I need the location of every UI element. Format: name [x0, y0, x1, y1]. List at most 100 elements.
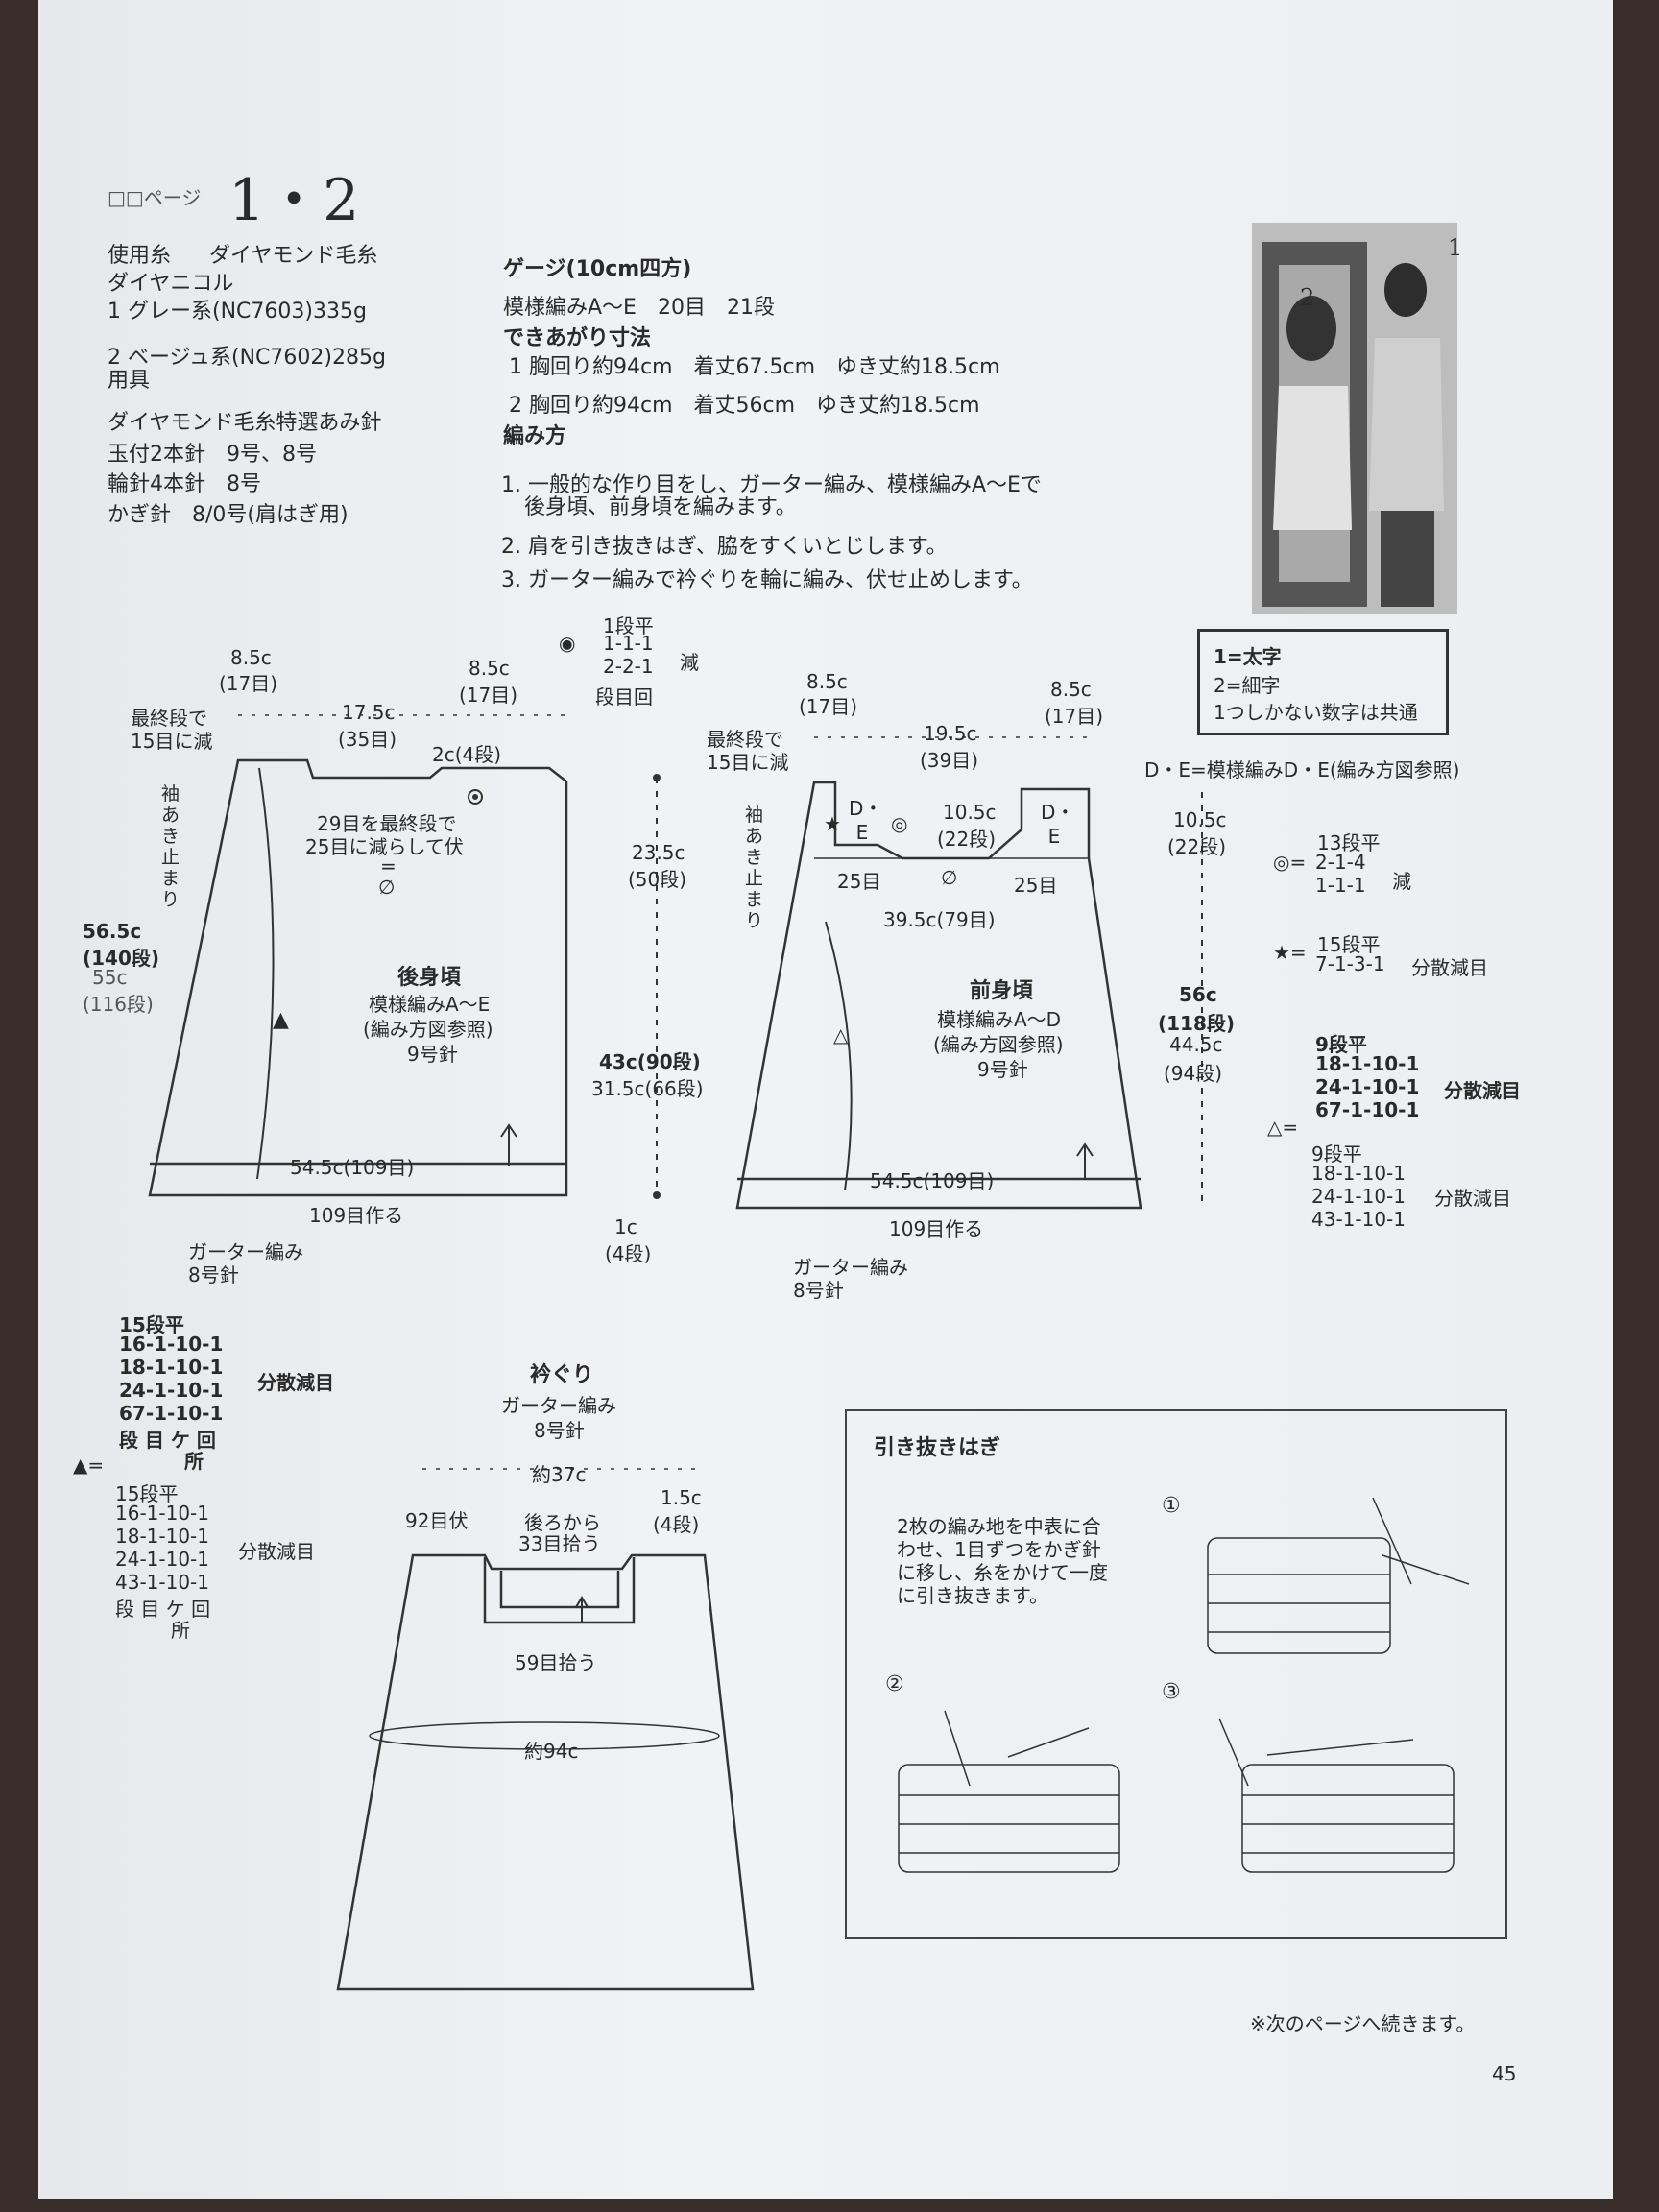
back-shoulder-left-st: (17目) [219, 672, 278, 695]
front-pattern: 模様編みA〜D [937, 1008, 1062, 1031]
tools-brand: ダイヤモンド毛糸特選あみ針 [108, 411, 382, 435]
front-armhole-note: 袖あき止まり [745, 805, 764, 931]
legend-line-3: 1つしかない数字は共通 [1214, 701, 1418, 724]
front-armhole-line [825, 921, 853, 1191]
star-note-2: 7-1-3-1 [1315, 952, 1385, 975]
method-heading: 編み方 [503, 424, 567, 448]
left-bold-3: 18-1-10-1 [119, 1356, 224, 1379]
back-shoulder-right-st: (17目) [459, 684, 518, 707]
circ-note-3: 1-1-1 [1315, 874, 1366, 897]
collar-depth-st: (4段) [653, 1513, 700, 1536]
left-bold-6: 段 目 ケ 回 [119, 1429, 216, 1452]
left-bold-5: 67-1-10-1 [119, 1402, 224, 1425]
back-neck-dec-1: 29目を最終段で [317, 812, 457, 835]
collar-body-outline [336, 1553, 755, 1991]
left-tri-5: 43-1-10-1 [115, 1571, 209, 1594]
right-dim-3-st: (94段) [1164, 1062, 1223, 1085]
back-length-2-st: (116段) [83, 993, 154, 1016]
shoulder-dec-2: 1-1-1 [603, 632, 654, 655]
de-note: D・E=模様編みD・E(編み方図参照) [1144, 758, 1460, 781]
back-armhole-line [256, 767, 275, 1180]
collar-width-94: 約94c [524, 1740, 579, 1763]
collar-garter: ガーター編み [501, 1394, 616, 1417]
left-bold-dec: 分散減目 [257, 1371, 334, 1394]
back-empty: ∅ [378, 876, 396, 899]
finished-size-1: 1 胸回り約94cm 着丈67.5cm ゆき丈約18.5cm [509, 355, 1000, 379]
back-body-outline [148, 758, 568, 1197]
hikinuki-step-3: ③ [1162, 1680, 1181, 1704]
back-neck-depth: 2c(4段) [432, 743, 502, 766]
right-dim-3: 44.5c [1169, 1033, 1223, 1056]
front-dec15: 15目に減 [707, 751, 789, 774]
center-dim-2: 43c(90段) [599, 1050, 701, 1073]
yarn-name: ダイヤニコル [108, 272, 234, 296]
stitch-illustration-1 [1207, 1497, 1470, 1654]
model-photo-figures [1252, 223, 1457, 614]
front-garter-needle: 8号針 [793, 1279, 844, 1302]
star-note-mark: ★= [1273, 941, 1307, 964]
front-title: 前身頃 [970, 979, 1034, 1003]
bold-dec-label: 分散減目 [1444, 1079, 1521, 1102]
back-title: 後身頃 [397, 966, 462, 990]
tri-note-mark: △= [1267, 1116, 1299, 1139]
right-dim-1-st: (22段) [1167, 835, 1227, 858]
front-shoulder-right-st: (17目) [1045, 705, 1104, 728]
front-last-row: 最終段で [707, 728, 783, 751]
back-dec15: 15目に減 [131, 730, 213, 753]
needle-3: かぎ針 8/0号(肩はぎ用) [108, 503, 349, 527]
star-note-dec: 分散減目 [1411, 956, 1488, 979]
front-yoke-width: 39.5c(79目) [883, 908, 996, 931]
finished-heading: できあがり寸法 [503, 326, 652, 350]
legend-line-2: 2=細字 [1214, 674, 1281, 697]
color-2: 2 ベージュ系(NC7602)285g [108, 346, 386, 370]
left-tri-4: 24-1-10-1 [115, 1548, 209, 1571]
front-garter: ガーター編み [793, 1256, 908, 1279]
photo-label-2: 2 [1300, 284, 1315, 311]
front-neck-25-left: 25目 [837, 870, 881, 893]
back-neck-width: 17.5c [342, 701, 396, 724]
back-garter: ガーター編み [188, 1240, 303, 1263]
center-dim-4: 1c [614, 1215, 637, 1238]
tri-note-4: 43-1-10-1 [1311, 1208, 1406, 1231]
finished-size-2: 2 胸回り約94cm 着丈56cm ゆき丈約18.5cm [509, 394, 980, 418]
collar-width-37: 約37c [532, 1463, 587, 1486]
center-dim-1: 23.5c [632, 841, 685, 864]
left-tri-mark: ▲= [73, 1454, 105, 1477]
back-shoulder-mark [468, 789, 483, 805]
center-dim-4-st: (4段) [605, 1242, 652, 1265]
collar-front-pick: 59目拾う [515, 1651, 597, 1674]
center-dim-dot-bottom [653, 1191, 661, 1199]
hikinuki-step-1: ① [1162, 1494, 1181, 1518]
back-pattern: 模様編みA〜E [369, 993, 491, 1016]
back-neck-width-st: (35目) [338, 728, 397, 751]
front-needle: 9号針 [977, 1058, 1028, 1081]
gauge-value: 模様編みA〜E 20目 21段 [503, 296, 775, 320]
back-length-1: 56.5c [83, 920, 142, 943]
left-bold-7: 所 [184, 1450, 204, 1473]
left-tri-6: 段 目 ケ 回 [115, 1598, 211, 1621]
front-width: 54.5c(109目) [870, 1169, 995, 1192]
collar-back-pick-2: 33目拾う [518, 1532, 601, 1555]
hikinuki-desc-1: 2枚の編み地を中表に合 [897, 1515, 1101, 1538]
hikinuki-step-2: ② [885, 1672, 904, 1696]
model-numbers: 1・2 [228, 167, 360, 234]
stitch-illustration-3 [1218, 1718, 1455, 1873]
front-star-mark: ★ [824, 812, 841, 835]
tri-note-1: 9段平 [1311, 1142, 1362, 1166]
left-bold-2: 16-1-10-1 [119, 1333, 224, 1356]
front-de-left: D・E [849, 797, 883, 844]
front-triangle-mark: △ [833, 1023, 849, 1046]
hikinuki-desc-4: に引き抜きます。 [897, 1584, 1048, 1607]
shoulder-dec-legend: 段目回 [595, 685, 653, 709]
back-length-2: 55c [92, 966, 128, 989]
bold-dec-2: 18-1-10-1 [1315, 1052, 1420, 1075]
method-step-1b: 後身頃、前身頃を編みます。 [524, 495, 797, 519]
tools-label: 用具 [108, 369, 151, 393]
back-armhole-note: 袖あき止まり [161, 783, 180, 910]
back-shoulder-left: 8.5c [230, 646, 272, 669]
collar-up-arrow [575, 1596, 589, 1623]
front-body-outline [735, 781, 1142, 1210]
back-last-row: 最終段で [131, 707, 207, 730]
front-circle-mark: ◎ [891, 812, 908, 835]
